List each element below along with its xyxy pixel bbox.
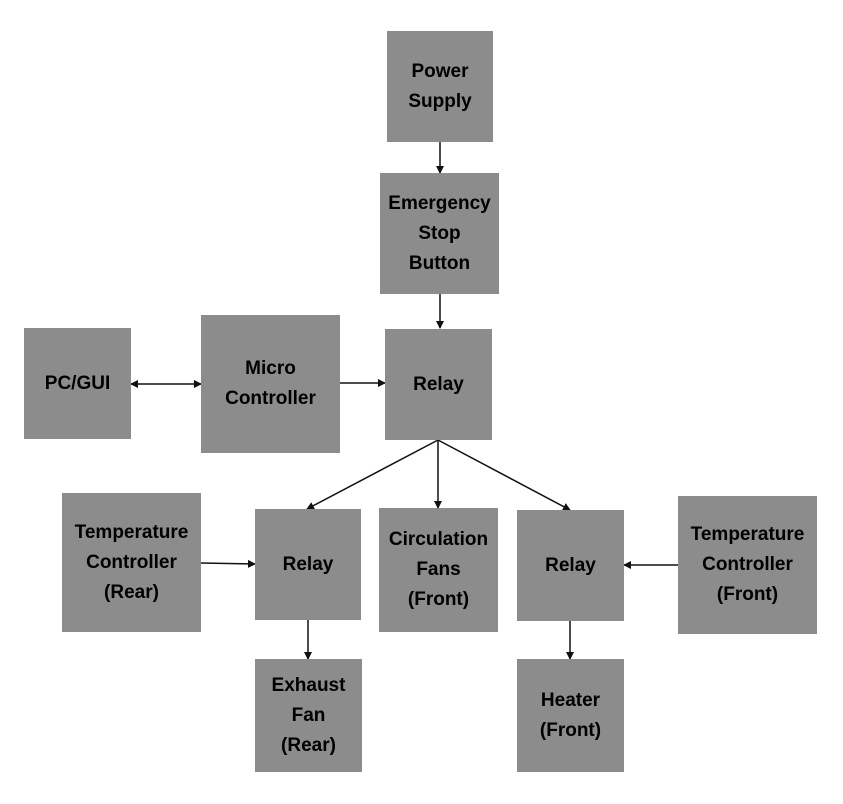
relay-rear-label: Relay (282, 553, 334, 575)
emergency-stop-button-box: Emergency Stop Button (380, 173, 499, 294)
relay-rear-box: Relay (255, 509, 361, 620)
micro-controller-label: Micro Controller (225, 358, 316, 409)
arrow-relay-main-to-relay-front (437, 439, 571, 511)
arrow-temp-controller-rear-to-relay-rear (200, 559, 256, 568)
temperature-controller-rear-label: Temperature Controller (Rear) (74, 521, 189, 603)
micro-controller-box: Micro Controller (201, 315, 340, 453)
pc-gui-box: PC/GUI (24, 328, 131, 439)
circulation-fans-box: Circulation Fans (Front) (379, 508, 498, 632)
temperature-controller-front-box: Temperature Controller (Front) (678, 496, 817, 634)
relay-front-label: Relay (545, 554, 596, 576)
exhaust-fan-box: Exhaust Fan (Rear) (255, 659, 362, 772)
relay-main-box: Relay (385, 329, 492, 440)
relay-front-box: Relay (517, 510, 624, 621)
power-supply-box: Power Supply (387, 31, 493, 142)
emergency-stop-label: Emergency Stop Button (388, 192, 491, 274)
power-supply-label: Power Supply (408, 60, 472, 112)
relay-main-label: Relay (413, 373, 464, 395)
circulation-fans-label: Circulation Fans (Front) (388, 529, 489, 610)
temperature-controller-rear-box: Temperature Controller (Rear) (62, 493, 201, 632)
heater-box: Heater (Front) (517, 659, 624, 772)
exhaust-fan-label: Exhaust Fan (Rear) (271, 674, 346, 756)
pc-gui-label: PC/GUI (44, 372, 111, 394)
temperature-controller-front-label: Temperature Controller (Front) (690, 524, 805, 605)
heater-label: Heater (Front) (539, 689, 602, 741)
arrow-relay-main-to-relay-rear (306, 439, 439, 510)
